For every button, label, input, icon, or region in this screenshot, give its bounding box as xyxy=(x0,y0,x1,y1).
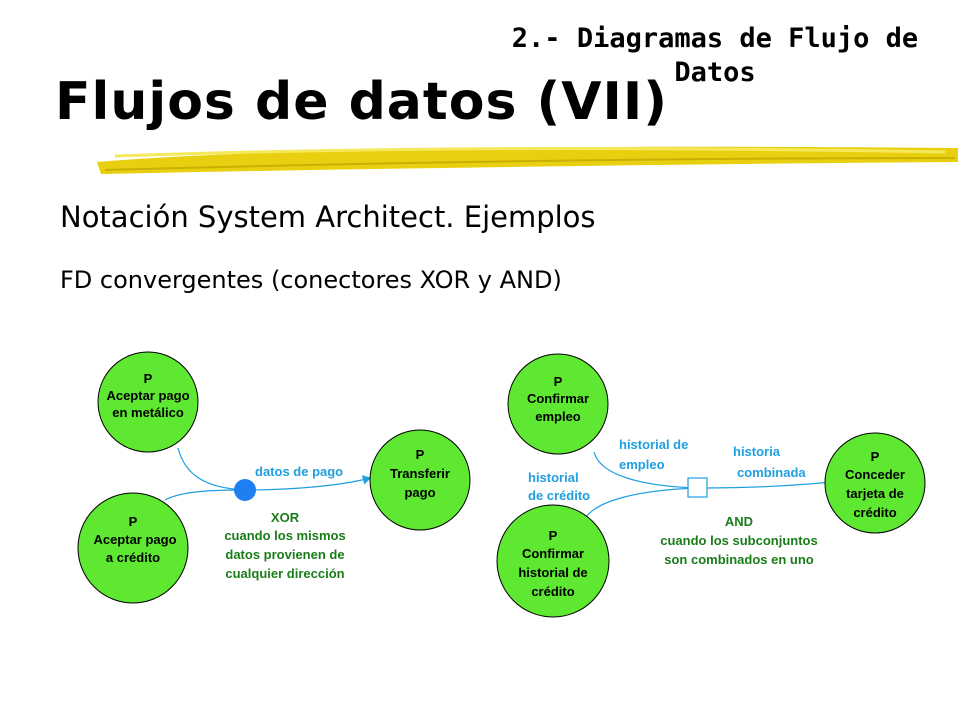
section-header-line1: 2.- Diagramas de Flujo de xyxy=(511,23,919,54)
svg-text:P: P xyxy=(549,528,558,543)
svg-text:XOR: XOR xyxy=(271,510,300,525)
xor-connector xyxy=(234,479,256,501)
svg-text:P: P xyxy=(129,514,138,529)
svg-text:P: P xyxy=(144,371,153,386)
svg-text:son combinados en uno: son combinados en uno xyxy=(664,552,814,567)
and-note: AND cuando los subconjuntos son combinad… xyxy=(660,514,817,567)
flow-and-to-conceder xyxy=(706,477,834,489)
flow-credito-to-xor xyxy=(164,489,246,501)
subtitle: Notación System Architect. Ejemplos xyxy=(60,200,596,234)
and-diagram: P Confirmar empleo P Confirmar historial… xyxy=(496,353,926,618)
svg-text:P: P xyxy=(871,449,880,464)
svg-text:P: P xyxy=(416,447,425,462)
subsubtitle: FD convergentes (conectores XOR y AND) xyxy=(60,266,562,294)
page-title: Flujos de datos (VII) xyxy=(55,72,668,132)
section-header: 2.- Diagramas de Flujo de Datos xyxy=(480,22,950,90)
svg-text:cuando los mismos: cuando los mismos xyxy=(224,528,345,543)
svg-text:cualquier dirección: cualquier dirección xyxy=(225,566,344,581)
xor-note: XOR cuando los mismos datos provienen de… xyxy=(224,510,345,581)
process-transferir-pago: P Transferir pago xyxy=(369,429,471,531)
svg-text:Confirmar: Confirmar xyxy=(522,546,584,561)
and-connector xyxy=(687,477,708,498)
svg-text:combinada: combinada xyxy=(737,465,806,480)
flow-xor-to-transferir xyxy=(244,475,372,491)
flow-label-historia-combinada: historia combinada xyxy=(733,444,806,480)
flow-label-historial-empleo: historial de empleo xyxy=(619,437,688,472)
process-confirmar-historial-credito: P Confirmar historial de crédito xyxy=(496,504,610,618)
svg-text:P: P xyxy=(554,374,563,389)
process-aceptar-pago-credito: P Aceptar pago a crédito xyxy=(77,492,189,604)
svg-text:empleo: empleo xyxy=(535,409,581,424)
svg-text:crédito: crédito xyxy=(531,584,574,599)
svg-text:tarjeta de: tarjeta de xyxy=(846,486,904,501)
svg-text:en metálico: en metálico xyxy=(112,405,184,420)
svg-text:Aceptar pago: Aceptar pago xyxy=(106,388,189,403)
section-header-line2: Datos xyxy=(674,57,756,88)
flow-empleo-to-and xyxy=(593,451,699,489)
xor-diagram: P Aceptar pago en metálico P Aceptar pag… xyxy=(77,351,471,604)
svg-text:Confirmar: Confirmar xyxy=(527,391,589,406)
flow-metalico-to-xor xyxy=(177,447,246,491)
process-confirmar-empleo: P Confirmar empleo xyxy=(507,353,609,455)
brush-stroke-decoration xyxy=(97,146,958,174)
svg-text:datos provienen de: datos provienen de xyxy=(225,547,344,562)
svg-text:crédito: crédito xyxy=(853,505,896,520)
svg-text:Aceptar pago: Aceptar pago xyxy=(93,532,176,547)
svg-text:pago: pago xyxy=(404,485,435,500)
svg-text:historia: historia xyxy=(733,444,781,459)
svg-text:a crédito: a crédito xyxy=(106,550,160,565)
process-aceptar-pago-metalico: P Aceptar pago en metálico xyxy=(97,351,199,453)
svg-text:Conceder: Conceder xyxy=(845,467,905,482)
flow-credito-to-and xyxy=(583,487,699,521)
svg-text:AND: AND xyxy=(725,514,753,529)
flow-label-datos-de-pago: datos de pago xyxy=(255,464,343,479)
svg-text:historial de: historial de xyxy=(619,437,688,452)
svg-text:historial de: historial de xyxy=(518,565,587,580)
svg-text:empleo: empleo xyxy=(619,457,665,472)
svg-text:cuando los subconjuntos: cuando los subconjuntos xyxy=(660,533,817,548)
svg-text:de crédito: de crédito xyxy=(528,488,590,503)
svg-text:Transferir: Transferir xyxy=(390,466,450,481)
svg-text:historial: historial xyxy=(528,470,579,485)
process-conceder-tarjeta-credito: P Conceder tarjeta de crédito xyxy=(824,432,926,534)
flow-label-historial-credito: historial de crédito xyxy=(528,470,590,503)
